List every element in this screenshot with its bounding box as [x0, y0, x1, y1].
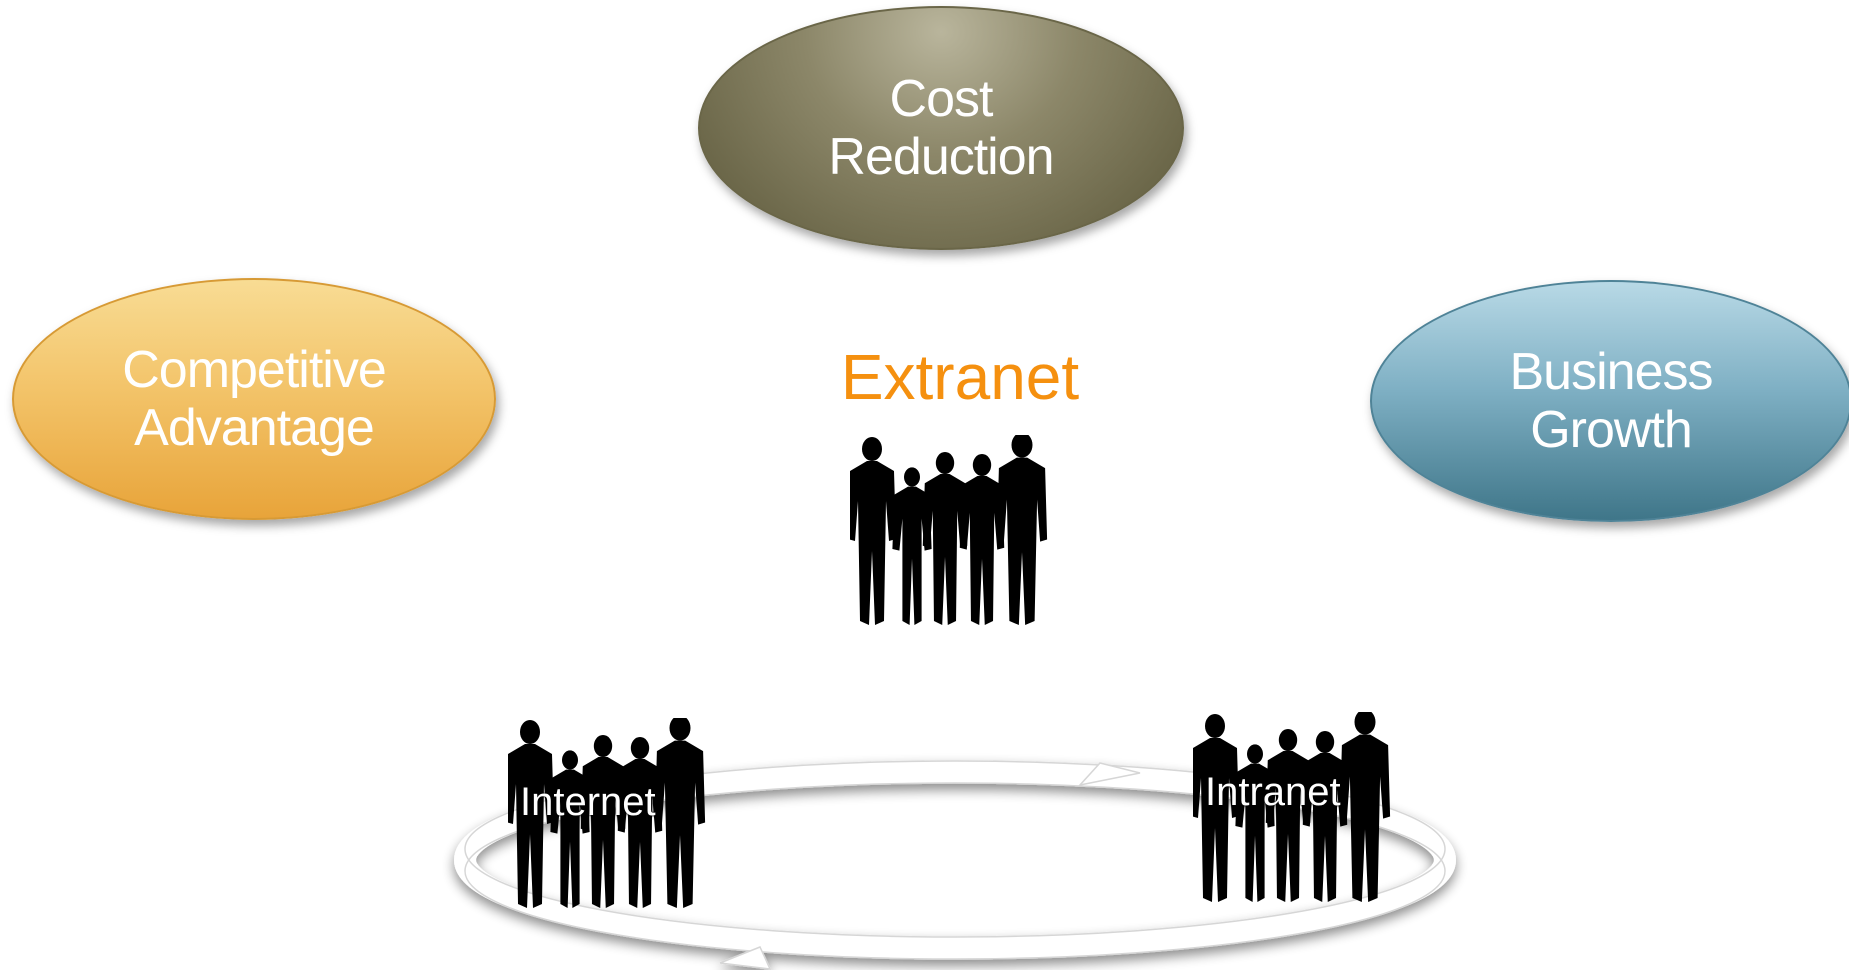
circular-arrow-ring	[454, 760, 1456, 970]
person-silhouette	[1339, 712, 1391, 902]
person-silhouette	[922, 451, 968, 625]
person-silhouette	[1235, 744, 1275, 902]
cost-reduction-oval: Cost Reduction	[698, 6, 1184, 250]
person-silhouette	[1302, 730, 1348, 902]
business-growth-line1: Business	[1509, 342, 1714, 401]
internet-people-silhouette	[508, 718, 706, 908]
extranet-title: Extranet	[840, 341, 1080, 413]
internet-label: Internet	[520, 780, 656, 824]
competitive-advantage-line2: Advantage	[134, 399, 375, 457]
person-silhouette	[850, 437, 896, 625]
competitive-advantage-line1: Competitive	[122, 340, 387, 399]
cost-reduction-line1: Cost	[889, 69, 994, 128]
person-silhouette	[654, 718, 706, 908]
person-silhouette	[617, 736, 663, 908]
intranet-label: Intranet	[1205, 770, 1341, 814]
person-silhouette	[1265, 728, 1311, 902]
business-growth-line2: Growth	[1530, 401, 1693, 459]
cost-reduction-line2: Reduction	[828, 128, 1054, 186]
person-silhouette	[550, 750, 590, 908]
person-silhouette	[959, 453, 1005, 625]
person-silhouette	[892, 467, 932, 625]
competitive-advantage-oval: Competitive Advantage	[12, 278, 496, 520]
business-growth-oval: Business Growth	[1370, 280, 1849, 522]
intranet-people-silhouette	[1193, 712, 1391, 902]
person-silhouette	[508, 720, 554, 908]
person-silhouette	[580, 734, 626, 908]
person-silhouette	[996, 435, 1048, 625]
extranet-people-silhouette	[850, 435, 1048, 625]
person-silhouette	[1193, 714, 1239, 902]
